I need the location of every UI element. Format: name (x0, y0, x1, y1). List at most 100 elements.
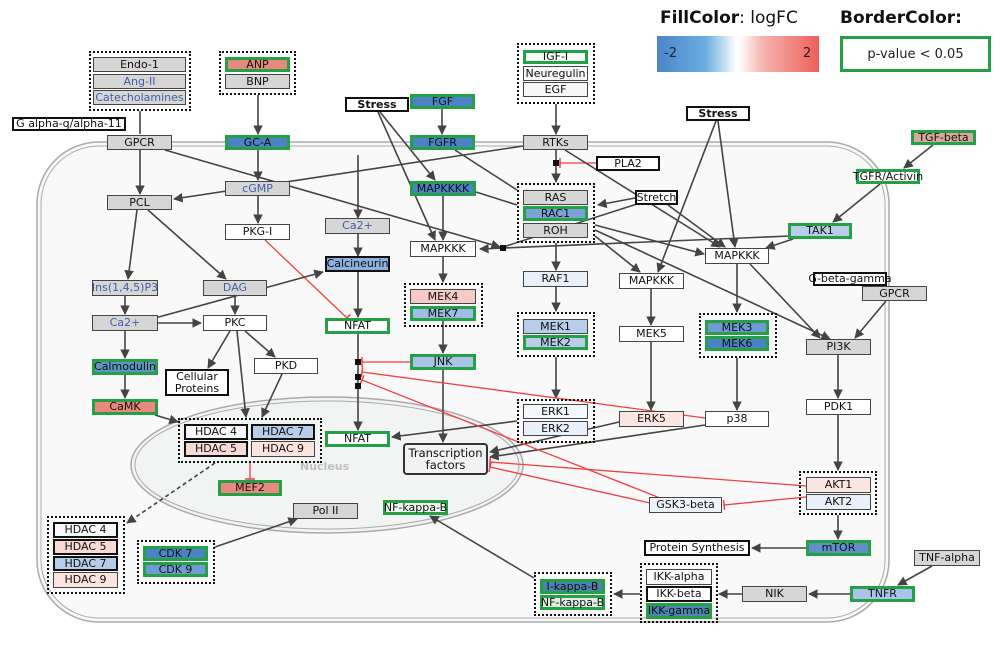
node-ins[interactable]: Ins(1,4,5)P3 (91, 280, 159, 296)
node-fgf[interactable]: FGF (410, 94, 475, 109)
node-tnfa[interactable]: TNF-alpha (914, 550, 980, 566)
hdac-cytoplasm-group (47, 516, 125, 594)
inhibition-edge (264, 239, 348, 319)
node-tgfr[interactable]: TGFR/Activin (852, 169, 924, 184)
node-mef2[interactable]: MEF2 (218, 480, 282, 496)
node-gpcr2[interactable]: GPCR (862, 286, 927, 301)
hdac-nuclear-group (178, 418, 322, 463)
node-mapkkk2[interactable]: MAPKKK (619, 273, 684, 289)
node-ikb[interactable]: I-kappa-B (540, 579, 605, 594)
node-hdac5b[interactable]: HDAC 5 (53, 539, 118, 555)
node-nik[interactable]: NIK (742, 586, 807, 602)
node-ca2b[interactable]: Ca2+ (325, 218, 390, 234)
node-nfkb2[interactable]: NF-kappa-B (540, 595, 605, 610)
node-calmodulin[interactable]: Calmodulin (92, 359, 158, 375)
node-pkgi[interactable]: PKG-I (225, 224, 290, 240)
node-pla2[interactable]: PLA2 (596, 156, 660, 171)
node-neuregulin[interactable]: Neuregulin (523, 66, 588, 81)
node-tnfr[interactable]: TNFR (850, 586, 915, 602)
node-tak1[interactable]: TAK1 (788, 223, 852, 239)
node-gca[interactable]: GC-A (225, 135, 290, 150)
node-pi3k[interactable]: PI3K (806, 339, 871, 355)
node-jnk[interactable]: JNK (410, 354, 476, 370)
node-ikkb[interactable]: IKK-beta (646, 586, 712, 602)
node-hdac4a[interactable]: HDAC 4 (184, 424, 248, 440)
node-cdk9[interactable]: CDK 9 (143, 562, 208, 577)
node-fgfr[interactable]: FGFR (410, 135, 475, 150)
node-bnp[interactable]: BNP (225, 74, 290, 89)
node-cellular[interactable]: Cellular Proteins (165, 369, 229, 396)
node-calcineurin[interactable]: Calcineurin (325, 256, 390, 272)
node-protsyn[interactable]: Protein Synthesis (644, 540, 750, 556)
node-galpha[interactable]: G alpha-q/alpha-11 (12, 117, 126, 131)
node-p38[interactable]: p38 (705, 411, 769, 427)
node-mek5[interactable]: MEK5 (619, 326, 684, 342)
node-erk5[interactable]: ERK5 (619, 411, 684, 427)
node-pkd[interactable]: PKD (254, 358, 318, 374)
node-ikkg[interactable]: IKK-gamma (646, 603, 712, 619)
node-erk1[interactable]: ERK1 (523, 404, 588, 419)
activation-edge (656, 120, 717, 273)
node-hdac4b[interactable]: HDAC 4 (53, 522, 118, 538)
node-endo1[interactable]: Endo-1 (93, 57, 186, 72)
node-mtor[interactable]: mTOR (806, 540, 871, 556)
node-roh[interactable]: ROH (523, 223, 588, 238)
node-nfat1[interactable]: NFAT (325, 318, 390, 334)
node-akt2[interactable]: AKT2 (806, 494, 871, 510)
junction-dot (355, 383, 361, 389)
node-rac1[interactable]: RAC1 (523, 206, 588, 221)
node-ras[interactable]: RAS (523, 190, 588, 205)
node-stress1[interactable]: Stress (345, 97, 409, 112)
node-egf[interactable]: EGF (523, 82, 588, 97)
node-nfkb1[interactable]: NF-kappa-B (383, 500, 448, 515)
activation-edge (489, 424, 706, 461)
node-gbg[interactable]: G-beta-gamma (808, 272, 892, 286)
node-stretch[interactable]: Stretch (635, 190, 678, 205)
border-legend-title: BorderColor: (840, 8, 962, 28)
node-cdk7[interactable]: CDK 7 (143, 546, 208, 561)
node-mek7[interactable]: MEK7 (410, 306, 476, 321)
node-nfat2[interactable]: NFAT (325, 431, 390, 447)
node-akt1[interactable]: AKT1 (806, 477, 871, 493)
node-mapkkk1[interactable]: MAPKKK (410, 241, 476, 257)
node-hdac5a[interactable]: HDAC 5 (184, 441, 248, 457)
ikb-nfkb-group (534, 572, 612, 616)
activation-edge (379, 111, 436, 181)
node-camk[interactable]: CaMK (92, 399, 158, 415)
node-angII[interactable]: Ang-II (93, 74, 186, 89)
node-pkc[interactable]: PKC (203, 315, 267, 331)
node-cgmp[interactable]: cGMP (225, 181, 290, 196)
node-erk2[interactable]: ERK2 (523, 421, 588, 436)
node-mek4[interactable]: MEK4 (410, 289, 476, 304)
node-polII[interactable]: Pol II (293, 503, 358, 519)
node-mek1[interactable]: MEK1 (523, 319, 588, 334)
node-mek3[interactable]: MEK3 (705, 320, 769, 335)
activation-edge (124, 209, 138, 280)
node-hdac7a[interactable]: HDAC 7 (251, 424, 315, 440)
node-mek2[interactable]: MEK2 (523, 335, 588, 350)
node-mapkkkk[interactable]: MAPKKKK (410, 181, 476, 196)
node-gpcr1[interactable]: GPCR (107, 135, 172, 150)
node-hdac7b[interactable]: HDAC 7 (53, 556, 118, 571)
node-stress2[interactable]: Stress (686, 106, 750, 121)
node-gsk3[interactable]: GSK3-beta (649, 497, 722, 513)
node-ca2a[interactable]: Ca2+ (92, 315, 158, 331)
node-anp[interactable]: ANP (225, 57, 290, 72)
node-pdk1[interactable]: PDK1 (806, 399, 871, 415)
node-pcl[interactable]: PCL (107, 195, 172, 210)
activation-edge (377, 111, 436, 241)
node-hdac9a[interactable]: HDAC 9 (251, 441, 315, 457)
node-rtks[interactable]: RTKs (523, 135, 588, 150)
node-catecholamines[interactable]: Catecholamines (93, 90, 186, 105)
gradient-max-label: 2 (803, 46, 812, 61)
node-dag[interactable]: DAG (203, 280, 267, 296)
node-mek6[interactable]: MEK6 (705, 336, 769, 351)
node-raf1[interactable]: RAF1 (523, 271, 588, 287)
node-mapkkk3[interactable]: MAPKKK (705, 248, 769, 264)
node-igf1[interactable]: IGF-I (523, 50, 588, 64)
node-ikka[interactable]: IKK-alpha (646, 569, 712, 585)
node-tf[interactable]: Transcription factors (403, 443, 488, 475)
nucleus-inner (134, 400, 520, 530)
node-hdac9b[interactable]: HDAC 9 (53, 572, 118, 588)
node-tgfbeta[interactable]: TGF-beta (911, 130, 976, 145)
